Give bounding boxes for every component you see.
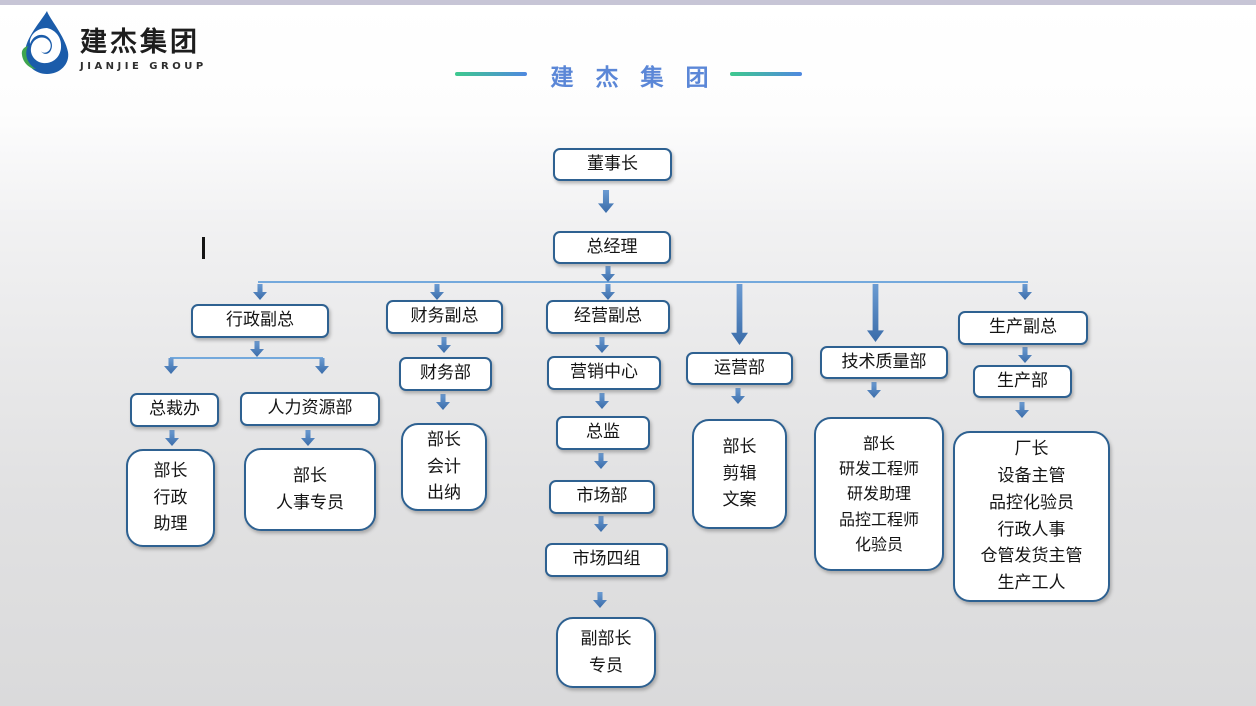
org-node-operations-staff: 部长 剪辑 文案 <box>692 419 787 529</box>
org-node-finance-staff: 部长 会计 出纳 <box>401 423 487 511</box>
down-arrow-icon <box>595 337 609 353</box>
org-node-finance-dept: 财务部 <box>399 357 492 391</box>
down-arrow-icon <box>1015 402 1029 418</box>
text-cursor <box>202 237 205 259</box>
org-node-hr-staff: 部长 人事专员 <box>244 448 376 531</box>
org-node-market-dept: 市场部 <box>549 480 655 514</box>
logo-name-cn: 建杰集团 <box>80 27 200 58</box>
down-arrow-icon <box>731 284 748 345</box>
down-arrow-icon <box>165 430 179 446</box>
org-node-tech-quality-dept: 技术质量部 <box>820 346 948 379</box>
down-arrow-icon <box>601 284 615 300</box>
down-arrow-icon <box>437 337 451 353</box>
logo-text-block: 建杰集团 JIANJIE GROUP <box>80 28 207 72</box>
logo-droplet-icon <box>21 11 69 74</box>
down-arrow-icon <box>301 430 315 446</box>
down-arrow-icon <box>164 358 178 374</box>
down-arrow-icon <box>601 266 615 282</box>
org-node-president-office: 总裁办 <box>130 393 219 427</box>
down-arrow-icon <box>598 190 614 213</box>
page-title: 建 杰 集 团 <box>550 65 716 91</box>
top-strip-divider <box>0 0 1256 5</box>
title-line-left <box>455 72 527 76</box>
logo-name-en: JIANJIE GROUP <box>80 60 207 72</box>
down-arrow-icon <box>315 358 329 374</box>
org-node-finance-vp: 财务副总 <box>386 300 503 334</box>
org-node-production-staff: 厂长 设备主管 品控化验员 行政人事 仓管发货主管 生产工人 <box>953 431 1110 602</box>
org-node-marketing-director: 总监 <box>556 416 650 450</box>
down-arrow-icon <box>1018 347 1032 363</box>
down-arrow-icon <box>867 382 881 398</box>
org-node-general-manager: 总经理 <box>553 231 671 264</box>
connector-line-main <box>258 281 1028 283</box>
down-arrow-icon <box>594 453 608 469</box>
org-node-market-staff: 副部长 专员 <box>556 617 656 688</box>
org-node-admin-staff: 部长 行政 助理 <box>126 449 215 547</box>
org-node-marketing-center: 营销中心 <box>547 356 661 390</box>
org-node-hr-dept: 人力资源部 <box>240 392 380 426</box>
org-node-admin-vp: 行政副总 <box>191 304 329 338</box>
down-arrow-icon <box>250 341 264 357</box>
company-logo: 建杰集团 JIANJIE GROUP <box>20 10 207 76</box>
org-node-chairman: 董事长 <box>553 148 672 181</box>
down-arrow-icon <box>253 284 267 300</box>
down-arrow-icon <box>731 388 745 404</box>
org-node-production-dept: 生产部 <box>973 365 1072 398</box>
down-arrow-icon <box>593 592 607 608</box>
down-arrow-icon <box>594 516 608 532</box>
down-arrow-icon <box>430 284 444 300</box>
org-node-tech-quality-staff: 部长 研发工程师 研发助理 品控工程师 化验员 <box>814 417 944 571</box>
org-node-market-group4: 市场四组 <box>545 543 668 577</box>
down-arrow-icon <box>867 284 884 342</box>
down-arrow-icon <box>436 394 450 410</box>
org-node-operations-dept: 运营部 <box>686 352 793 385</box>
connector-line-admin-split <box>170 357 323 359</box>
org-node-production-vp: 生产副总 <box>958 311 1088 345</box>
title-line-right <box>730 72 802 76</box>
down-arrow-icon <box>595 393 609 409</box>
down-arrow-icon <box>1018 284 1032 300</box>
org-node-business-vp: 经营副总 <box>546 300 670 334</box>
